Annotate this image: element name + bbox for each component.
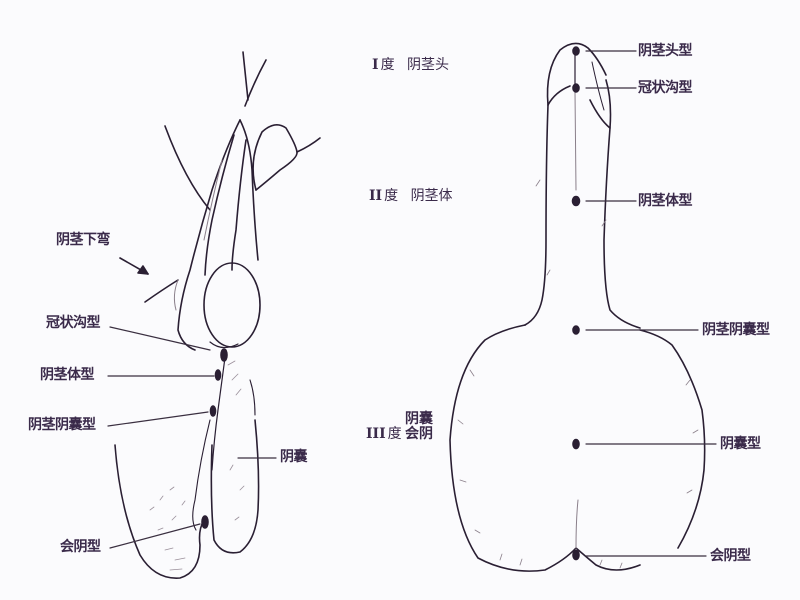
grade-3-number: III bbox=[366, 426, 386, 442]
label-penile-shaft-type-right: 阴茎体型 bbox=[638, 193, 693, 209]
label-penoscrotal-type-right: 阴茎阴囊型 bbox=[702, 322, 770, 338]
grade-1-degree: 度 bbox=[380, 57, 395, 73]
label-scrotum-left: 阴囊 bbox=[280, 449, 308, 465]
grade-1-number: I bbox=[372, 57, 379, 73]
arrow-head-icon bbox=[137, 265, 149, 275]
label-glandular-type: 阴茎头型 bbox=[638, 43, 693, 59]
label-penile-curvature: 阴茎下弯 bbox=[56, 232, 111, 248]
grade-3-degree: 度 bbox=[387, 426, 402, 442]
grade-2-region: 阴茎体 bbox=[410, 188, 453, 204]
grade-3-region-scrotum: 阴囊 bbox=[405, 411, 433, 427]
left-figure-drawing bbox=[114, 51, 321, 579]
grade-1-region: 阴茎头 bbox=[407, 57, 450, 73]
right-figure-drawing bbox=[449, 42, 706, 572]
label-coronal-type-left: 冠状沟型 bbox=[46, 315, 101, 331]
grade-2-number: II bbox=[369, 188, 383, 204]
label-perineal-type-right: 会阴型 bbox=[710, 548, 751, 564]
label-penile-shaft-type-left: 阴茎体型 bbox=[40, 367, 95, 383]
label-perineal-type-left: 会阴型 bbox=[60, 539, 101, 555]
label-scrotal-type-right: 阴囊型 bbox=[720, 436, 761, 452]
grade-3-regions: 阴囊 会阴 bbox=[405, 411, 433, 443]
grade-2-degree: 度 bbox=[384, 188, 399, 204]
grade-3-region-perineum: 会阴 bbox=[405, 426, 433, 443]
label-penoscrotal-type-left: 阴茎阴囊型 bbox=[28, 417, 96, 433]
label-coronal-type-right: 冠状沟型 bbox=[638, 80, 693, 96]
